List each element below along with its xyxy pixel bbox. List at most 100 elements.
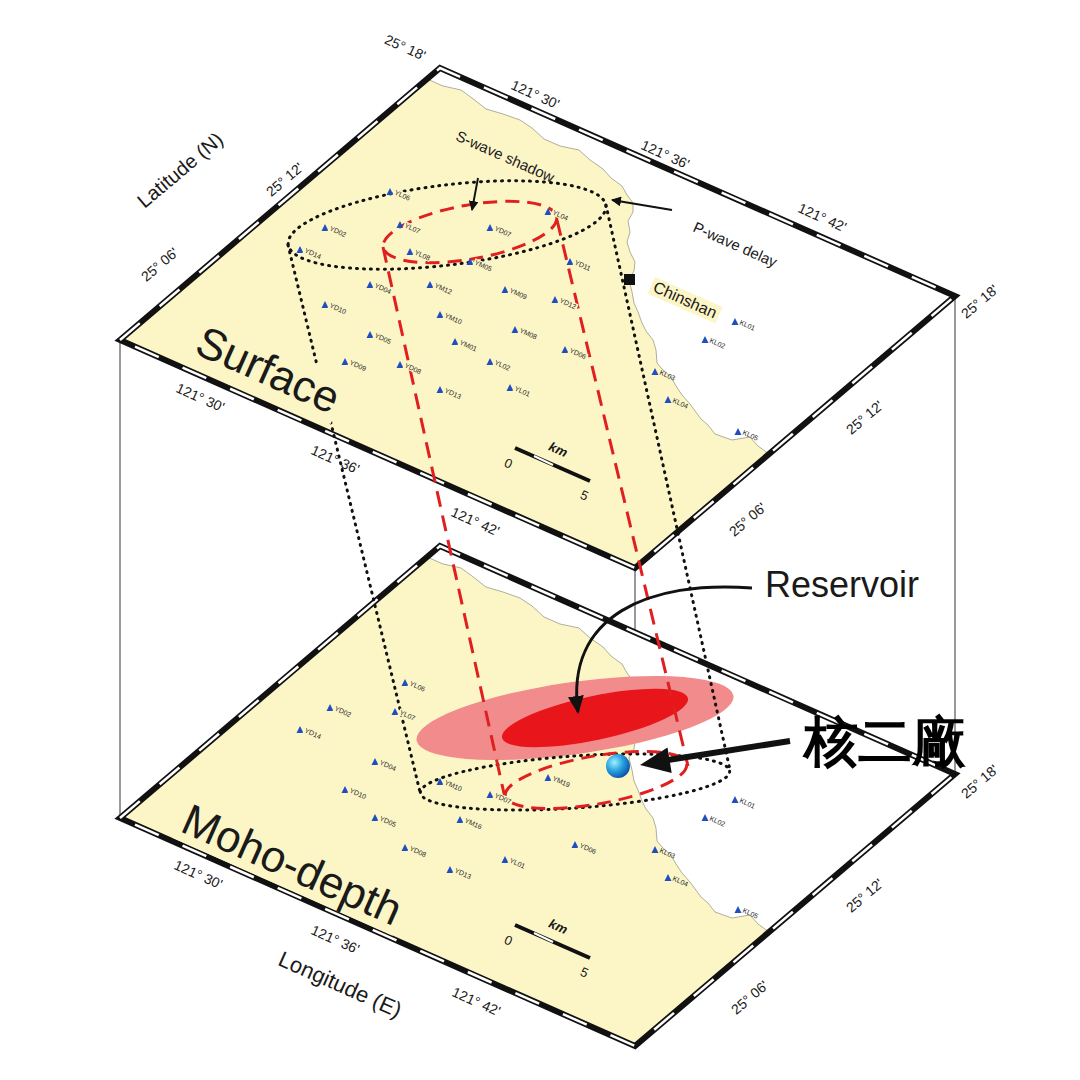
map-frame — [120, 546, 955, 1046]
map-frame — [120, 68, 955, 568]
tick-label: 25° 06' — [138, 245, 181, 285]
plane-title: Moho-depth — [172, 794, 412, 936]
scale-label: 5 — [575, 964, 593, 982]
station-label: KL03 — [658, 846, 678, 860]
station-label: YD04 — [378, 758, 399, 772]
station-label: YM10 — [443, 778, 464, 793]
p-wave-outline — [283, 166, 610, 284]
reservoir-core — [498, 677, 693, 760]
station-label: YM08 — [518, 326, 539, 341]
surface-plane — [120, 68, 955, 568]
tick-label: 121° 30' — [174, 381, 227, 416]
scale-bar — [534, 933, 553, 942]
station-label: YD11 — [573, 258, 593, 272]
annotation-label: P-wave delay — [691, 219, 780, 271]
box-edge — [954, 296, 955, 774]
station-label: YD09 — [348, 358, 369, 372]
tick-label: 121° 42' — [796, 201, 849, 236]
plant-marker — [606, 754, 630, 778]
station-label: YD04 — [373, 281, 394, 295]
station-label: YM09 — [508, 286, 529, 301]
arrow-head — [640, 748, 672, 774]
s-wave-outline — [379, 190, 562, 274]
station-marker — [702, 814, 709, 821]
station-label: YD07 — [493, 224, 514, 238]
scale-bar — [534, 456, 553, 465]
leader-arrow — [612, 200, 672, 210]
leader-arrow — [577, 587, 752, 712]
station-label: KL03 — [658, 368, 678, 382]
scale-label: 0 — [499, 932, 517, 950]
callout-label: Reservoir — [765, 565, 919, 605]
sea-area — [120, 68, 955, 568]
station-label: YL07 — [398, 708, 418, 722]
tick-label: 25° 12' — [843, 876, 886, 916]
callout-label: 核二廠 — [804, 712, 966, 771]
station-label: KL01 — [738, 318, 758, 332]
land-area — [120, 557, 769, 1046]
station-label: KL05 — [741, 906, 761, 920]
station-label: YL01 — [513, 384, 533, 398]
station-label: YD07 — [493, 791, 514, 805]
station-marker — [735, 906, 742, 913]
station-label: YL04 — [551, 208, 571, 222]
place-name: Chinshan — [648, 277, 722, 323]
leader-arrow — [472, 178, 478, 210]
map-frame — [120, 68, 955, 568]
station-label: YM19 — [551, 774, 572, 789]
tick-label: 121° 42' — [449, 505, 502, 540]
station-label: YD02 — [333, 704, 354, 718]
station-label: YM16 — [463, 816, 484, 831]
station-label: YD13 — [453, 866, 474, 880]
station-marker — [652, 368, 659, 375]
station-label: YD06 — [578, 841, 599, 855]
station-label: YM01 — [458, 338, 479, 353]
tick-label: 121° 36' — [309, 923, 362, 958]
scale-label: km — [544, 438, 572, 461]
station-label: YM05 — [473, 258, 494, 273]
land-area — [120, 79, 769, 568]
axis-title: Latitude (N) — [133, 128, 227, 212]
station-label: KL04 — [671, 874, 691, 888]
tick-label: 25° 18' — [958, 282, 1001, 322]
station-label: YD13 — [443, 386, 464, 400]
tick-label: 121° 36' — [309, 443, 362, 478]
station-label: YD08 — [408, 844, 429, 858]
tick-label: 25° 18' — [382, 32, 428, 64]
station-marker — [652, 846, 659, 853]
scale-label: km — [544, 915, 572, 938]
tick-label: 25° 06' — [726, 500, 769, 540]
sea-area — [120, 546, 955, 1046]
station-label: YL01 — [508, 856, 528, 870]
station-label: KL04 — [671, 396, 691, 410]
station-marker — [732, 796, 739, 803]
map-frame — [120, 546, 955, 1046]
tick-label: 25° 12' — [843, 398, 886, 438]
station-label: YD12 — [558, 296, 579, 310]
station-marker — [665, 396, 672, 403]
box-edge — [119, 340, 120, 818]
station-label: YD08 — [403, 361, 424, 375]
station-label: KL02 — [708, 814, 728, 828]
station-label: YL06 — [408, 679, 428, 693]
station-label: YD05 — [373, 331, 394, 345]
station-marker — [732, 318, 739, 325]
station-label: KL02 — [708, 336, 728, 350]
station-label: YD05 — [378, 814, 399, 828]
station-label: YD10 — [348, 786, 369, 800]
station-label: YD14 — [303, 726, 324, 740]
tick-label: 25° 12' — [263, 160, 306, 200]
station-label: YD02 — [328, 224, 349, 238]
station-label: YL02 — [493, 358, 513, 372]
station-label: YD14 — [303, 246, 324, 260]
station-marker — [702, 336, 709, 343]
scale-label: 0 — [499, 455, 517, 473]
s-wave-outline — [383, 247, 505, 798]
station-label: YL06 — [393, 188, 413, 202]
leader-arrow — [668, 741, 790, 760]
station-label: YM10 — [443, 311, 464, 326]
scale-label: 5 — [575, 487, 593, 505]
